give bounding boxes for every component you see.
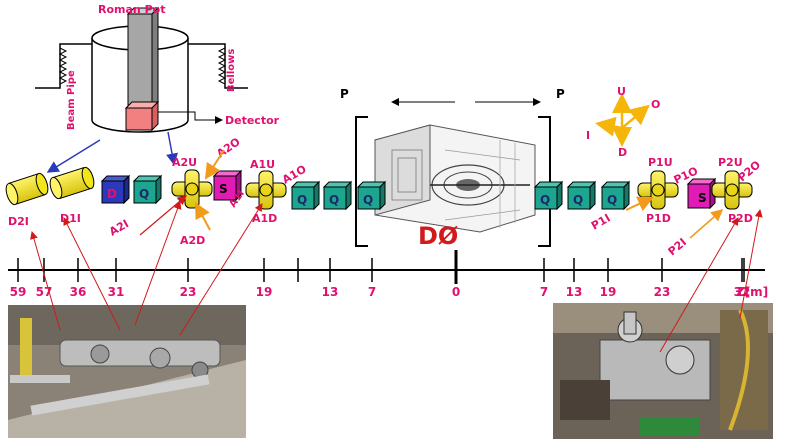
tunnel-photo-left xyxy=(8,305,246,438)
compass-o: O xyxy=(651,98,660,111)
beam-pipe-label: Beam Pipe xyxy=(66,70,77,130)
axis-tick-label: 13 xyxy=(566,285,583,299)
septum-right-label: S xyxy=(698,191,707,205)
label-p2i: P2I xyxy=(666,236,690,259)
bellows-label: Bellows xyxy=(226,49,237,92)
label-a1d: A1D xyxy=(252,212,277,225)
axis-tick-label: 23 xyxy=(654,285,671,299)
axis-tick-label: 23 xyxy=(180,285,197,299)
roman-pot-label: Roman Pot xyxy=(98,3,165,16)
pot-p2 xyxy=(711,170,753,210)
axis-tick-label: 7 xyxy=(368,285,376,299)
label-a2o: A2O xyxy=(214,135,242,160)
quad-right-1: Q xyxy=(533,180,564,211)
p-left-label: P xyxy=(340,87,349,101)
quad-label: Q xyxy=(607,193,617,207)
quad-label: Q xyxy=(139,187,149,201)
axis-tick-label: 13 xyxy=(322,285,339,299)
tunnel-photo-right xyxy=(553,303,773,439)
dipole-d-label: D xyxy=(107,187,117,201)
roman-pot-inset: Roman Pot Bellows Beam Pipe Detector xyxy=(35,3,280,173)
momentum-arrows: P P xyxy=(340,87,565,106)
orange-arrows xyxy=(195,149,724,239)
d0-detector: DØ xyxy=(355,116,551,250)
compass-d: D xyxy=(618,146,627,159)
quad-left-2: Q xyxy=(290,180,321,211)
pot-p1 xyxy=(637,170,679,210)
label-p2u: P2U xyxy=(718,156,743,169)
axis-tick-label: 32 xyxy=(734,285,751,299)
label-d2i: D2I xyxy=(8,215,29,228)
axis-tick-label: 19 xyxy=(600,285,617,299)
red-pointers xyxy=(30,195,763,353)
quad-left-4: Q xyxy=(356,180,387,211)
septum-right: S xyxy=(686,177,717,210)
d0-label: DØ xyxy=(418,222,458,250)
axis-tick-label: 31 xyxy=(108,285,125,299)
axis-tick-label: 59 xyxy=(10,285,27,299)
label-a2d: A2D xyxy=(180,234,205,247)
quad-right-2: Q xyxy=(566,180,597,211)
quad-label: Q xyxy=(329,193,339,207)
axis-ticks: 59 57 36 31 23 19 13 7 0 7 13 19 23 32 xyxy=(10,250,751,299)
septum-left-label: S xyxy=(219,182,228,196)
septum-left: S xyxy=(212,169,243,202)
label-a2i: A2I xyxy=(107,217,131,238)
pot-a1 xyxy=(245,170,287,210)
label-p2d: P2D xyxy=(728,212,753,225)
axis-unit: Z[m] xyxy=(736,285,768,299)
quad-left-1: Q xyxy=(132,174,163,205)
quad-label: Q xyxy=(573,193,583,207)
compass-u: U xyxy=(617,85,626,98)
dipole-d: D xyxy=(100,174,131,205)
label-d1i: D1I xyxy=(60,212,81,225)
quad-label: Q xyxy=(297,193,307,207)
quad-label: Q xyxy=(540,193,550,207)
compass-icon: U O I D xyxy=(586,85,660,159)
detector-label: Detector xyxy=(225,114,280,127)
axis-tick-label: 7 xyxy=(540,285,548,299)
axis-tick-label: 19 xyxy=(256,285,273,299)
quad-label: Q xyxy=(363,193,373,207)
compass-i: I xyxy=(586,129,590,142)
label-a2u: A2U xyxy=(172,156,197,169)
z-axis: 59 57 36 31 23 19 13 7 0 7 13 19 23 32 Z[m] xyxy=(8,250,768,299)
d1i-cylinder xyxy=(49,166,95,200)
axis-tick-label: 36 xyxy=(70,285,87,299)
d2i-cylinder xyxy=(5,172,49,206)
label-p1d: P1D xyxy=(646,212,671,225)
beamline: D Q S Q xyxy=(5,166,753,211)
label-p1u: P1U xyxy=(648,156,673,169)
quad-left-3: Q xyxy=(322,180,353,211)
label-a1u: A1U xyxy=(250,158,275,171)
quad-right-3: Q xyxy=(600,180,631,211)
pot-a2 xyxy=(171,169,213,209)
p-right-label: P xyxy=(556,87,565,101)
label-p1i: P1I xyxy=(589,211,613,232)
axis-tick-label: 0 xyxy=(452,285,460,299)
axis-tick-label: 57 xyxy=(36,285,53,299)
